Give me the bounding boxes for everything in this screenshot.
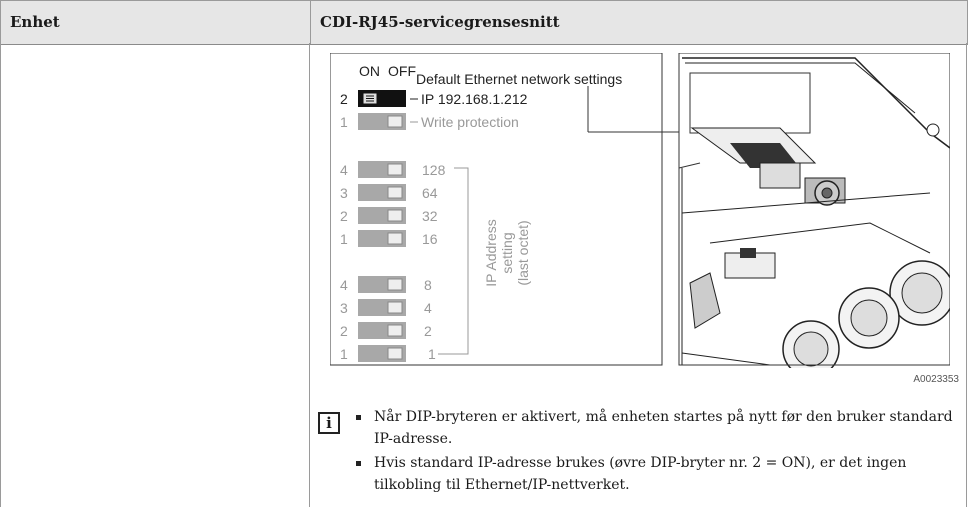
svg-text:1: 1 (428, 346, 436, 362)
column-divider (309, 43, 310, 507)
figure-code: A0023353 (913, 374, 959, 385)
svg-text:1: 1 (340, 346, 348, 362)
table-header: Enhet CDI-RJ45-servicegrensesnitt (0, 0, 968, 45)
bullet-dot (356, 415, 361, 420)
switch-number: 2 (340, 91, 348, 107)
svg-text:IP Address: IP Address (483, 219, 499, 286)
ip-switch-group-low: 4 8 3 4 2 2 1 1 (340, 276, 436, 362)
svg-text:4: 4 (340, 162, 348, 178)
write-protection-label: Write protection (421, 114, 519, 130)
svg-text:4: 4 (340, 277, 348, 293)
note-bullet-2: Hvis standard IP-adresse brukes (øvre DI… (356, 452, 956, 496)
svg-text:2: 2 (424, 323, 432, 339)
header-device: Enhet (10, 13, 60, 31)
svg-text:3: 3 (340, 300, 348, 316)
svg-text:(last octet): (last octet) (515, 220, 531, 285)
svg-text:8: 8 (424, 277, 432, 293)
default-settings-title: Default Ethernet network settings (416, 71, 622, 87)
svg-text:16: 16 (422, 231, 438, 247)
svg-text:4: 4 (424, 300, 432, 316)
svg-text:setting: setting (499, 232, 515, 273)
dip-switch-figure: ON OFF Default Ethernet network settings… (329, 52, 955, 378)
header-service-interface: CDI-RJ45-servicegrensesnitt (320, 13, 560, 31)
left-border (0, 43, 1, 507)
dip-switch-diagram: ON OFF Default Ethernet network settings… (329, 52, 955, 378)
ip-default-text: IP 192.168.1.212 (421, 91, 528, 107)
svg-text:3: 3 (340, 185, 348, 201)
ip-address-setting-label: IP Address setting (last octet) (483, 219, 531, 286)
note-bullet-1: Når DIP-bryteren er aktivert, må enheten… (356, 406, 956, 450)
on-label: ON (359, 63, 380, 79)
svg-text:2: 2 (340, 208, 348, 224)
info-icon: i (318, 412, 340, 434)
off-label: OFF (388, 63, 416, 79)
bullet-dot (356, 461, 361, 466)
svg-text:2: 2 (340, 323, 348, 339)
right-border (966, 43, 967, 507)
svg-text:128: 128 (422, 162, 446, 178)
device-housing-image (678, 52, 955, 378)
svg-text:32: 32 (422, 208, 438, 224)
svg-text:64: 64 (422, 185, 438, 201)
header-cell-device: Enhet (1, 1, 311, 44)
ip-switch-group-high: 4 128 3 64 2 32 1 16 (340, 161, 446, 247)
svg-text:1: 1 (340, 231, 348, 247)
switch-number: 1 (340, 114, 348, 130)
